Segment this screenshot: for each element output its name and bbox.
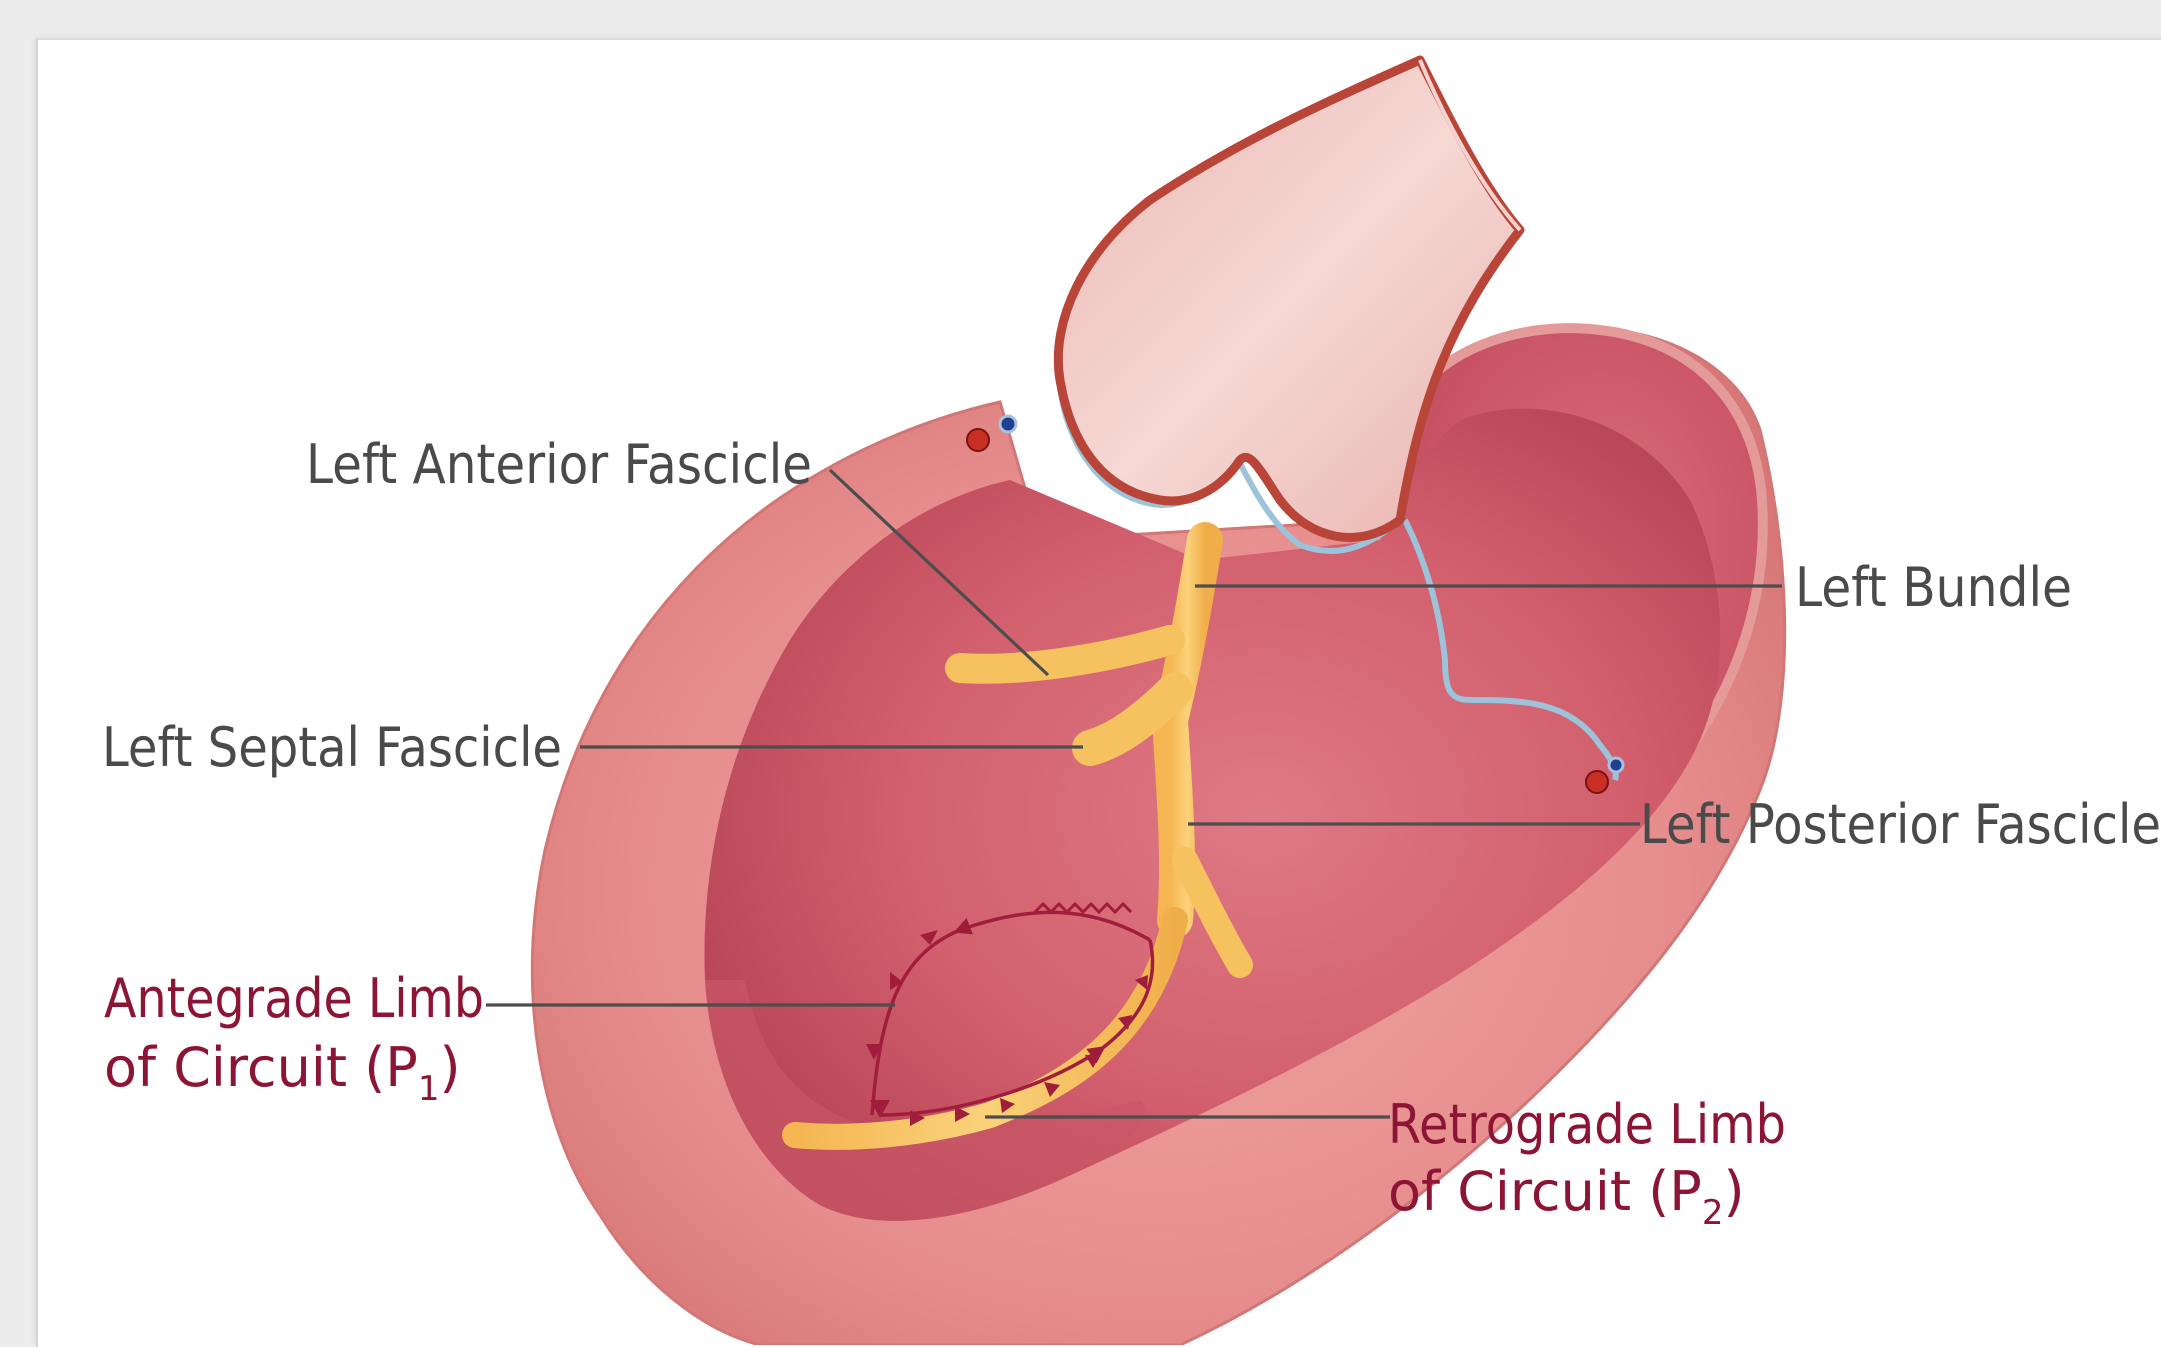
antegrade-suffix: ) bbox=[439, 1036, 460, 1099]
label-retrograde-line2: of Circuit (P2) bbox=[1388, 1160, 1745, 1233]
label-antegrade-limb: Antegrade Limb of Circuit (P1) bbox=[104, 967, 484, 1109]
antegrade-subscript: 1 bbox=[418, 1069, 440, 1109]
label-antegrade-line2: of Circuit (P1) bbox=[104, 1036, 461, 1109]
retrograde-prefix: of Circuit (P bbox=[1388, 1160, 1702, 1223]
label-left-posterior-fascicle: Left Posterior Fascicle bbox=[1640, 793, 2161, 856]
antegrade-prefix: of Circuit (P bbox=[104, 1036, 418, 1099]
label-left-anterior-fascicle: Left Anterior Fascicle bbox=[306, 433, 812, 496]
retrograde-subscript: 2 bbox=[1702, 1193, 1724, 1233]
label-left-septal-fascicle: Left Septal Fascicle bbox=[102, 716, 562, 779]
label-antegrade-line1: Antegrade Limb bbox=[104, 967, 484, 1030]
label-retrograde-line1: Retrograde Limb bbox=[1388, 1093, 1786, 1156]
label-left-bundle: Left Bundle bbox=[1795, 556, 2072, 619]
label-retrograde-limb: Retrograde Limb of Circuit (P2) bbox=[1388, 1093, 1786, 1233]
retrograde-suffix: ) bbox=[1723, 1160, 1744, 1223]
